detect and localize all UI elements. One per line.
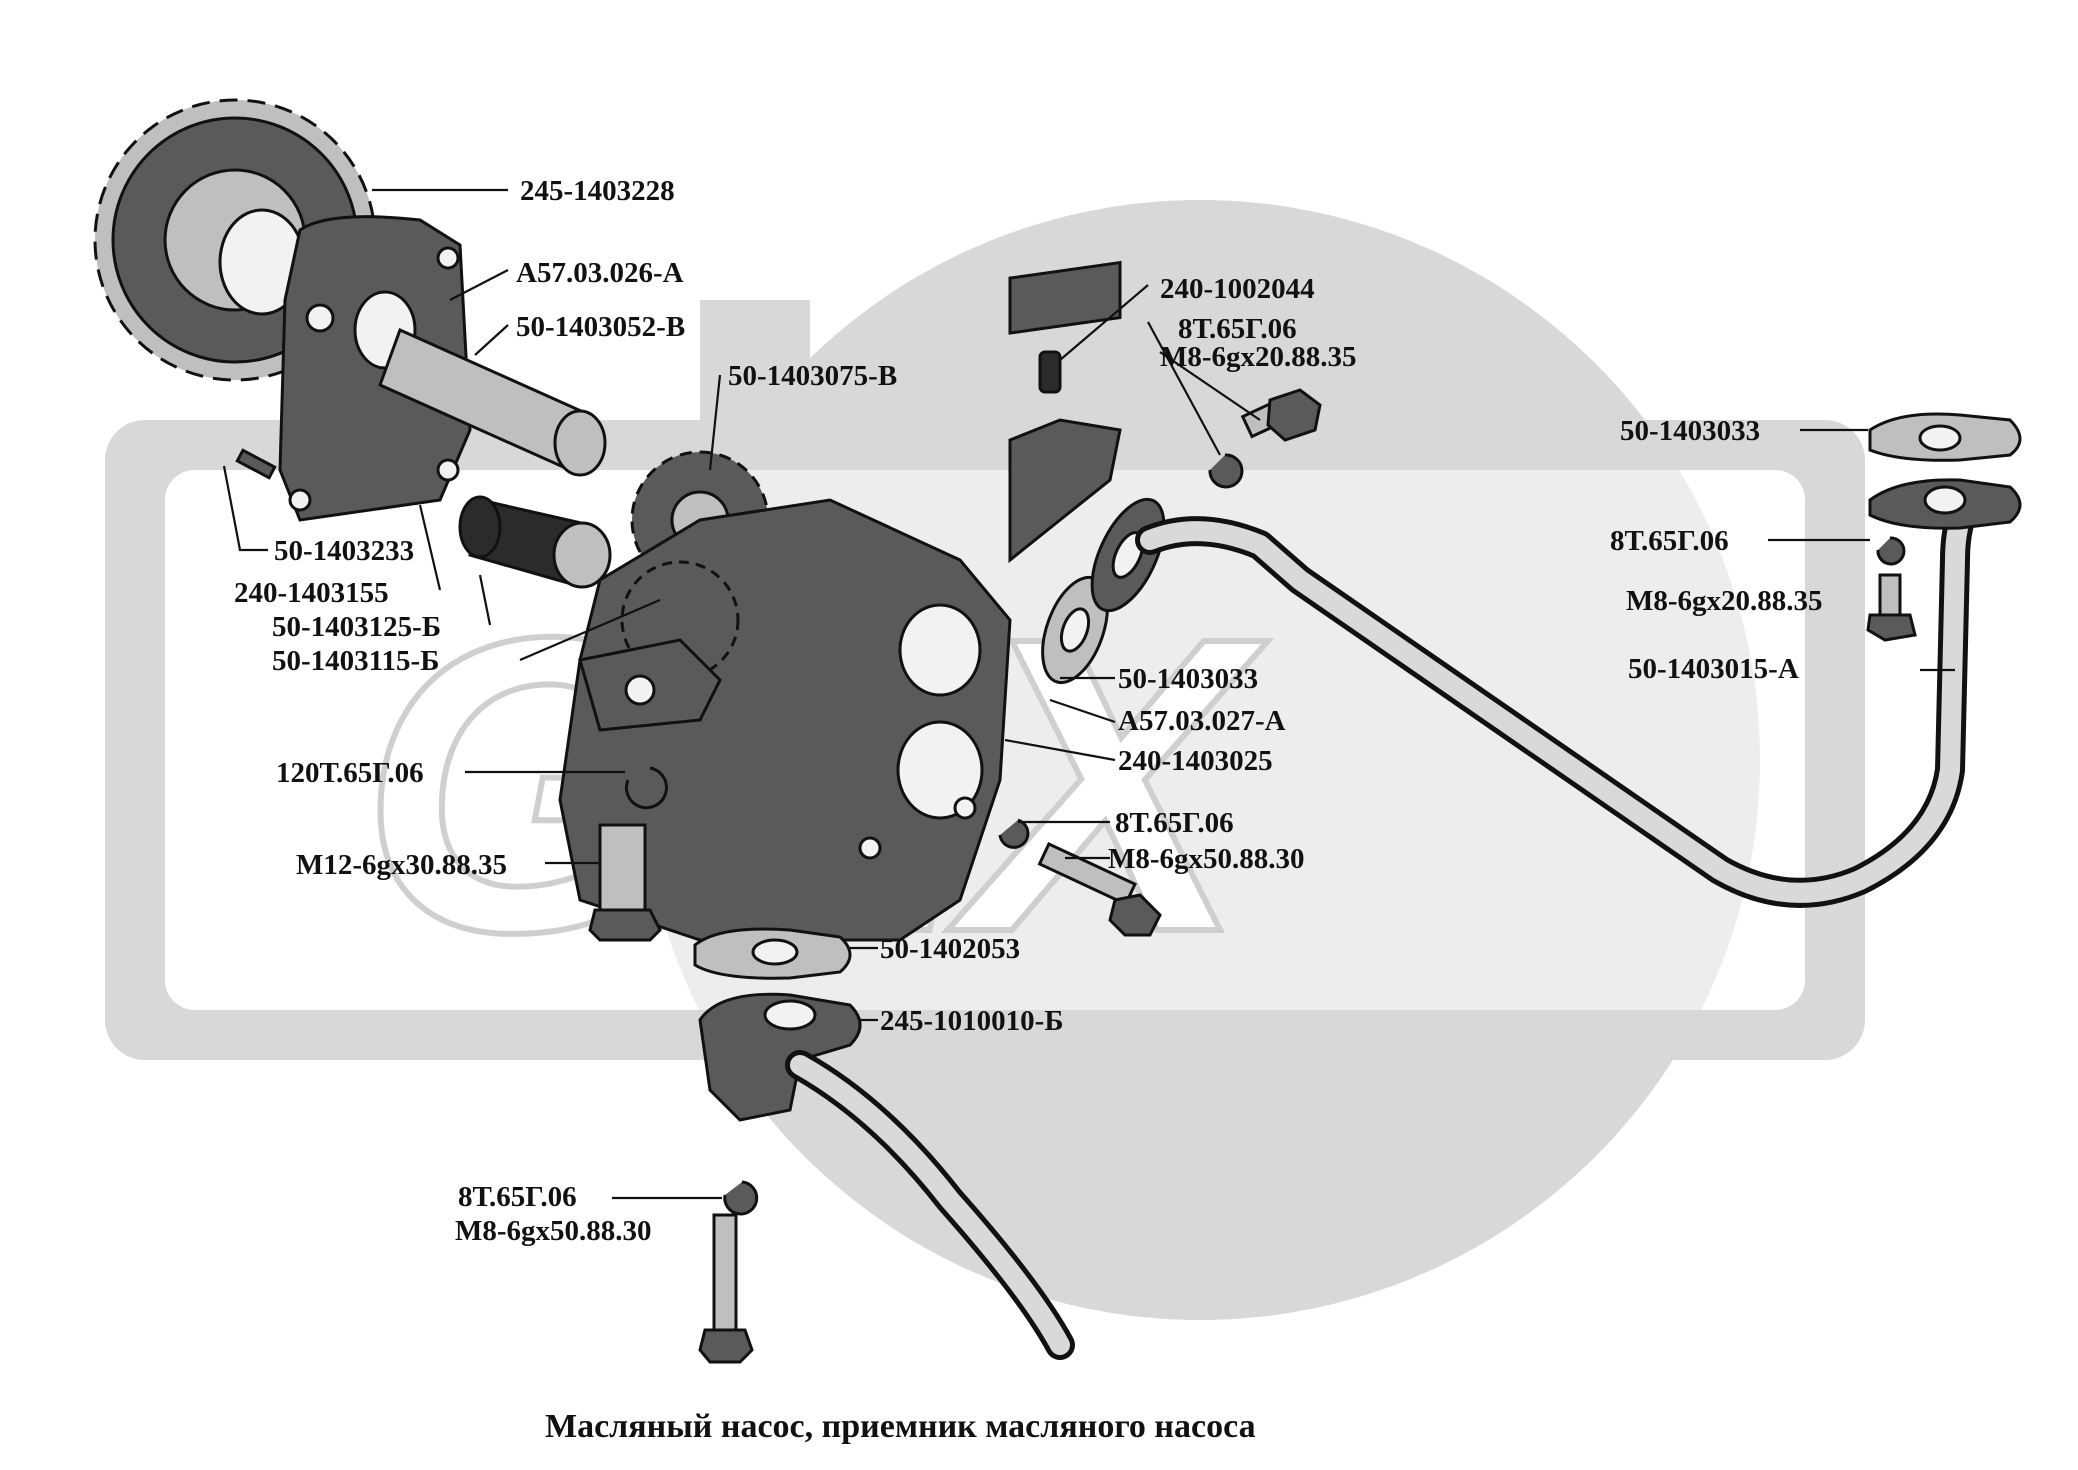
label-8t-65g-06-right: 8Т.65Г.06 bbox=[1610, 525, 1729, 557]
dowel-pin bbox=[1038, 350, 1062, 394]
label-240-1403155: 240-1403155 bbox=[234, 577, 389, 609]
gasket-receiver bbox=[693, 927, 852, 980]
label-50-1403033-pump: 50-1403033 bbox=[1118, 663, 1258, 695]
oil-receiver bbox=[698, 992, 1075, 1360]
label-50-1403233: 50-1403233 bbox=[274, 535, 414, 567]
label-m12-30: М12-6gx30.88.35 bbox=[296, 849, 507, 881]
label-50-1403075-v: 50-1403075-В bbox=[728, 360, 897, 392]
label-50-1403052-v: 50-1403052-В bbox=[516, 311, 685, 343]
label-50-1402053: 50-1402053 bbox=[880, 933, 1020, 965]
pin-small bbox=[235, 448, 277, 480]
label-50-1403033-right: 50-1403033 bbox=[1620, 415, 1760, 447]
gasket-pump-side bbox=[1041, 575, 1109, 685]
label-a57-03-026-a: А57.03.026-А bbox=[516, 257, 684, 289]
bolt-m12 bbox=[588, 823, 662, 942]
oil-tube bbox=[1135, 485, 1985, 908]
lockwasher-m12 bbox=[624, 766, 668, 810]
label-m8-50-lower: М8-6gx50.88.30 bbox=[455, 1215, 652, 1247]
label-50-1403115-b: 50-1403115-Б bbox=[272, 645, 439, 677]
label-8t-65g-06-lower: 8Т.65Г.06 bbox=[458, 1181, 577, 1213]
label-240-1403025: 240-1403025 bbox=[1118, 745, 1273, 777]
driven-shaft bbox=[458, 495, 612, 589]
label-8t-65g-06-top: 8Т.65Г.06 bbox=[1178, 313, 1297, 345]
label-245-1010010-b: 245-1010010-Б bbox=[880, 1005, 1064, 1037]
lockwasher-lower bbox=[723, 1180, 759, 1216]
label-50-1403125-b: 50-1403125-Б bbox=[272, 611, 441, 643]
bolt-lower bbox=[698, 1213, 754, 1364]
lockwasher-right bbox=[1876, 536, 1906, 566]
label-m8-50-middle: М8-6gx50.88.30 bbox=[1108, 843, 1305, 875]
bolt-right bbox=[1866, 573, 1917, 642]
lockwasher-m8-middle bbox=[998, 818, 1030, 849]
figure-caption: Масляный насос, приемник масляного насос… bbox=[545, 1408, 1256, 1445]
drive-shaft bbox=[378, 327, 607, 477]
tube-flange-right bbox=[1868, 478, 2022, 530]
label-50-1403015-a: 50-1403015-А bbox=[1628, 653, 1799, 685]
lockwasher-bolt-upper bbox=[1208, 388, 1322, 489]
pump-cover bbox=[278, 215, 472, 522]
pump-flange-left bbox=[578, 638, 722, 732]
bolt-m8-middle bbox=[1037, 842, 1162, 937]
leader-lines bbox=[222, 188, 1955, 1200]
label-m8-20-top: М8-6gx20.88.35 bbox=[1160, 341, 1357, 373]
label-a57-03-027-a: А57.03.027-А bbox=[1118, 705, 1286, 737]
label-240-1002044: 240-1002044 bbox=[1160, 273, 1315, 305]
part-labels: 245-1403228 А57.03.026-А 50-1403052-В 50… bbox=[234, 175, 1823, 1247]
label-8t-65g-06-middle: 8Т.65Г.06 bbox=[1115, 807, 1234, 839]
label-245-1403228: 245-1403228 bbox=[520, 175, 675, 207]
label-120t-65g-06: 120Т.65Г.06 bbox=[276, 757, 424, 789]
gasket-right bbox=[1868, 412, 2022, 462]
label-m8-20-right: М8-6gx20.88.35 bbox=[1626, 585, 1823, 617]
